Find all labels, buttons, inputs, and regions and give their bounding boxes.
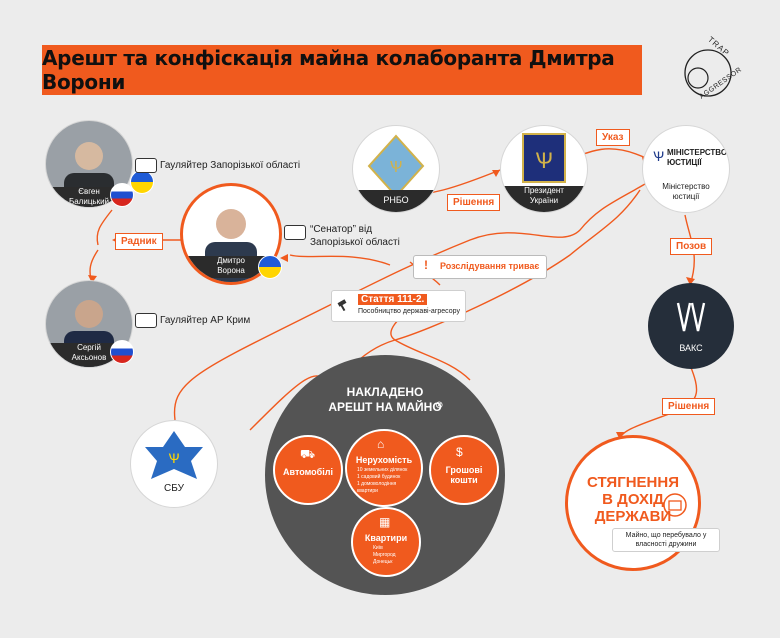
apartment-item: Київ: [373, 545, 383, 551]
cash-label: Грошові кошти: [445, 465, 483, 485]
aksyonov-role: Гауляйтер АР Крим: [160, 315, 251, 326]
apartment-item: Донецьк: [373, 559, 393, 565]
investigation-text: Розслідування триває: [440, 261, 540, 271]
rnbo-label: РНБО: [353, 190, 439, 212]
edge-label-ukaz: Указ: [596, 129, 630, 146]
sbu-node: Ѱ СБУ: [130, 420, 218, 508]
ukrainian-flag-icon: [258, 255, 282, 279]
svg-text:Ѱ: Ѱ: [168, 450, 179, 466]
vaks-node: ВАКС: [648, 283, 734, 369]
realty-item: квартири: [357, 488, 378, 494]
id-card-icon: [135, 158, 157, 173]
president-label: Президент України: [501, 186, 587, 212]
edge-label-radnyk: Радник: [115, 233, 163, 250]
vaks-emblem-icon: [676, 302, 706, 332]
realty-label: Нерухомість: [355, 455, 413, 465]
wallet-icon: [663, 493, 687, 517]
outcome-title: СТЯГНЕННЯ В ДОХІД ДЕРЖАВИ: [587, 474, 679, 525]
car-icon: ⛟: [300, 447, 316, 461]
vorona-photo: Дмитро Ворона: [180, 183, 282, 285]
article-title: Стаття 111-2.: [358, 294, 428, 305]
sbu-label: СБУ: [164, 483, 184, 494]
president-node: Ѱ Президент України: [500, 125, 588, 213]
edge-label-pozov: Позов: [670, 238, 713, 255]
rnbo-node: Ѱ РНБО: [352, 125, 440, 213]
rnbo-emblem-icon: Ѱ: [367, 134, 425, 198]
ministry-label: Міністерство юстиції: [662, 182, 710, 201]
id-card-icon: [135, 313, 157, 328]
article-card: Стаття 111-2. Пособництво державі-агресо…: [331, 290, 466, 322]
sbu-emblem-icon: Ѱ: [145, 431, 203, 479]
apartment-item: Миргород: [373, 552, 396, 558]
arrest-node: НАКЛАДЕНО АРЕШТ НА МАЙНО ⊗ ⛟ Автомобілі …: [265, 355, 505, 595]
article-subtitle: Пособництво державі-агресору: [358, 308, 460, 315]
ministry-logo-text: МІНІСТЕРСТВО ЮСТИЦІЇ: [667, 148, 728, 167]
russian-flag-icon: [110, 183, 134, 207]
vorona-role: “Сенатор” від Запорізької області: [310, 224, 400, 248]
realty-node: ⌂ Нерухомість 10 земельних ділянок 1 сад…: [345, 429, 423, 507]
balytskyi-photo: Євген Балицький: [45, 120, 133, 208]
building-icon: ▦: [379, 515, 391, 529]
realty-item: 1 домоволодіння: [357, 481, 397, 487]
title-banner: Арешт та конфіскація майна колаборанта Д…: [42, 45, 642, 95]
ministry-node: Ѱ МІНІСТЕРСТВО ЮСТИЦІЇ Міністерство юсти…: [642, 125, 730, 213]
cars-node: ⛟ Автомобілі: [273, 435, 343, 505]
warning-icon: !: [424, 258, 428, 272]
vaks-label: ВАКС: [679, 343, 703, 353]
svg-text:Ѱ: Ѱ: [535, 148, 553, 173]
investigation-card: ! Розслідування триває: [413, 255, 547, 279]
trap-aggressor-logo: TRAP AGGRESSOR: [668, 35, 748, 108]
apartments-node: ▦ Квартири Київ Миргород Донецьк: [351, 507, 421, 577]
realty-item: 1 садовий будинок: [357, 474, 401, 480]
ukrainian-flag-icon: [130, 170, 154, 194]
russian-flag-icon: [110, 340, 134, 364]
handcuffs-icon: ⊗: [435, 400, 444, 411]
trident-icon: Ѱ: [653, 148, 665, 164]
gavel-icon: [336, 298, 350, 312]
edge-label-rishennia: Рішення: [447, 194, 501, 211]
edge-label-rishennia-2: Рішення: [662, 398, 716, 415]
logo-icon: [684, 49, 732, 97]
arrest-title: НАКЛАДЕНО АРЕШТ НА МАЙНО: [328, 385, 442, 414]
house-icon: ⌂: [377, 437, 385, 451]
realty-item: 10 земельних ділянок: [357, 467, 408, 473]
id-card-icon: [284, 225, 306, 240]
vorona-name: Дмитро Ворона: [183, 256, 279, 278]
outcome-note: Майно, що перебувало у власності дружини: [612, 528, 720, 552]
page-title: Арешт та конфіскація майна колаборанта Д…: [42, 46, 615, 94]
apartments-label: Квартири: [364, 533, 408, 543]
cash-node: $ Грошові кошти: [429, 435, 499, 505]
balytskyi-role: Гауляйтер Запорізької області: [160, 160, 301, 171]
svg-text:Ѱ: Ѱ: [390, 159, 403, 176]
money-icon: $: [456, 445, 463, 459]
presidential-standard-icon: Ѱ: [522, 133, 566, 183]
cars-label: Автомобілі: [283, 467, 333, 477]
